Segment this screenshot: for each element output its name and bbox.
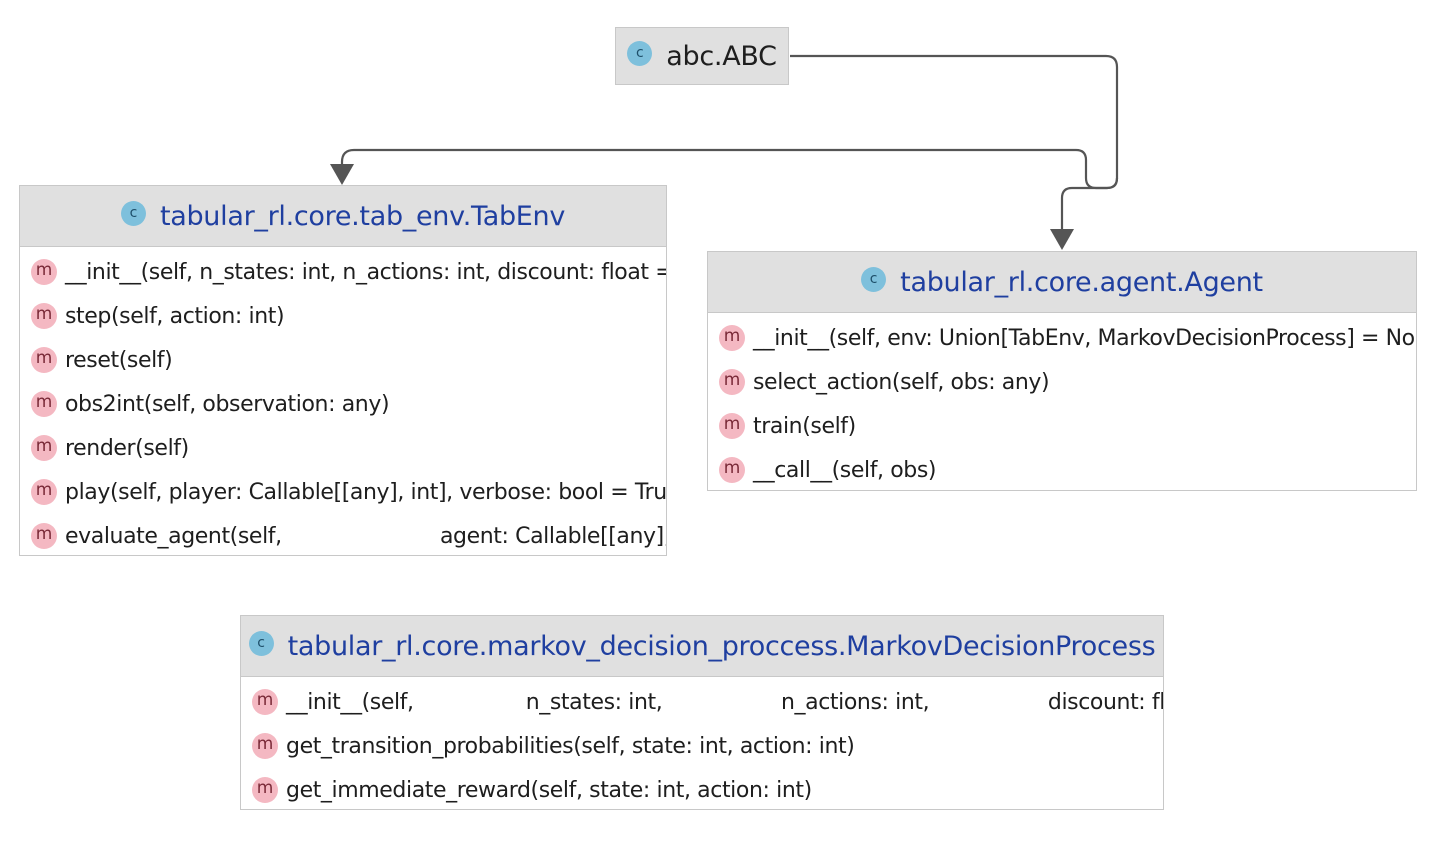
method-icon: m — [719, 413, 745, 439]
method-row[interactable]: m __init__(self, n_states: int, n_action… — [20, 250, 666, 294]
method-icon: m — [719, 325, 745, 351]
method-signature: __init__(self, env: Union[TabEnv, Markov… — [753, 325, 1415, 351]
method-icon: m — [252, 689, 278, 715]
class-header-abc: c abc.ABC — [616, 28, 788, 84]
method-list-agent: m __init__(self, env: Union[TabEnv, Mark… — [708, 313, 1416, 490]
arrow-abc-to-agent — [1060, 177, 1119, 230]
method-icon: m — [719, 369, 745, 395]
method-icon: m — [31, 347, 57, 373]
class-box-tabenv[interactable]: c tabular_rl.core.tab_env.TabEnv m __ini… — [19, 185, 667, 556]
method-row[interactable]: m __init__(self, env: Union[TabEnv, Mark… — [708, 316, 1416, 360]
method-row[interactable]: m step(self, action: int) — [20, 294, 666, 338]
method-row[interactable]: m play(self, player: Callable[[any], int… — [20, 470, 666, 514]
method-row[interactable]: m __call__(self, obs) — [708, 448, 1416, 490]
method-signature: evaluate_agent(self, agent: Callable[[an… — [65, 523, 667, 549]
method-row[interactable]: m train(self) — [708, 404, 1416, 448]
method-row[interactable]: m render(self) — [20, 426, 666, 470]
method-row[interactable]: m obs2int(self, observation: any) — [20, 382, 666, 426]
method-row[interactable]: m get_transition_probabilities(self, sta… — [241, 724, 1163, 768]
class-header-mdp: c tabular_rl.core.markov_decision_procce… — [241, 616, 1163, 677]
method-icon: m — [31, 303, 57, 329]
method-signature: play(self, player: Callable[[any], int],… — [65, 479, 667, 505]
method-icon: m — [31, 435, 57, 461]
class-icon: c — [627, 40, 653, 66]
method-signature: select_action(self, obs: any) — [753, 369, 1050, 395]
class-icon: c — [120, 200, 146, 226]
method-signature: __call__(self, obs) — [753, 457, 937, 483]
method-icon: m — [31, 479, 57, 505]
method-signature: reset(self) — [65, 347, 173, 373]
method-icon: m — [31, 391, 57, 417]
class-header-agent: c tabular_rl.core.agent.Agent — [708, 252, 1416, 313]
method-signature: __init__(self, n_states: int, n_actions:… — [65, 259, 667, 285]
class-name-tabenv: tabular_rl.core.tab_env.TabEnv — [159, 200, 566, 232]
method-signature: get_transition_probabilities(self, state… — [286, 733, 855, 759]
method-icon: m — [252, 777, 278, 803]
arrow-abc-to-tabenv — [340, 54, 1119, 190]
class-header-tabenv: c tabular_rl.core.tab_env.TabEnv — [20, 186, 666, 247]
class-icon: c — [861, 266, 887, 292]
method-icon: m — [31, 523, 57, 549]
method-row[interactable]: m reset(self) — [20, 338, 666, 382]
class-box-agent[interactable]: c tabular_rl.core.agent.Agent m __init__… — [707, 251, 1417, 491]
method-signature: render(self) — [65, 435, 189, 461]
method-signature: get_immediate_reward(self, state: int, a… — [286, 777, 812, 803]
method-signature: step(self, action: int) — [65, 303, 285, 329]
method-signature: obs2int(self, observation: any) — [65, 391, 390, 417]
method-signature: train(self) — [753, 413, 856, 439]
class-name-mdp: tabular_rl.core.markov_decision_proccess… — [287, 630, 1156, 662]
method-row[interactable]: m __init__(self, n_states: int, n_action… — [241, 680, 1163, 724]
method-signature: __init__(self, n_states: int, n_actions:… — [286, 689, 1164, 715]
arrowhead-agent — [1050, 229, 1074, 250]
method-list-mdp: m __init__(self, n_states: int, n_action… — [241, 677, 1163, 809]
class-box-abc[interactable]: c abc.ABC — [615, 27, 789, 85]
arrowhead-tabenv — [330, 164, 354, 185]
class-name-agent: tabular_rl.core.agent.Agent — [900, 266, 1263, 298]
class-box-mdp[interactable]: c tabular_rl.core.markov_decision_procce… — [240, 615, 1164, 810]
method-row[interactable]: m get_immediate_reward(self, state: int,… — [241, 768, 1163, 809]
method-icon: m — [31, 259, 57, 285]
method-row[interactable]: m evaluate_agent(self, agent: Callable[[… — [20, 514, 667, 555]
method-list-tabenv: m __init__(self, n_states: int, n_action… — [20, 247, 667, 555]
class-name-abc: abc.ABC — [666, 40, 777, 72]
method-icon: m — [252, 733, 278, 759]
method-row[interactable]: m select_action(self, obs: any) — [708, 360, 1416, 404]
method-icon: m — [719, 457, 745, 483]
class-icon: c — [248, 630, 274, 656]
